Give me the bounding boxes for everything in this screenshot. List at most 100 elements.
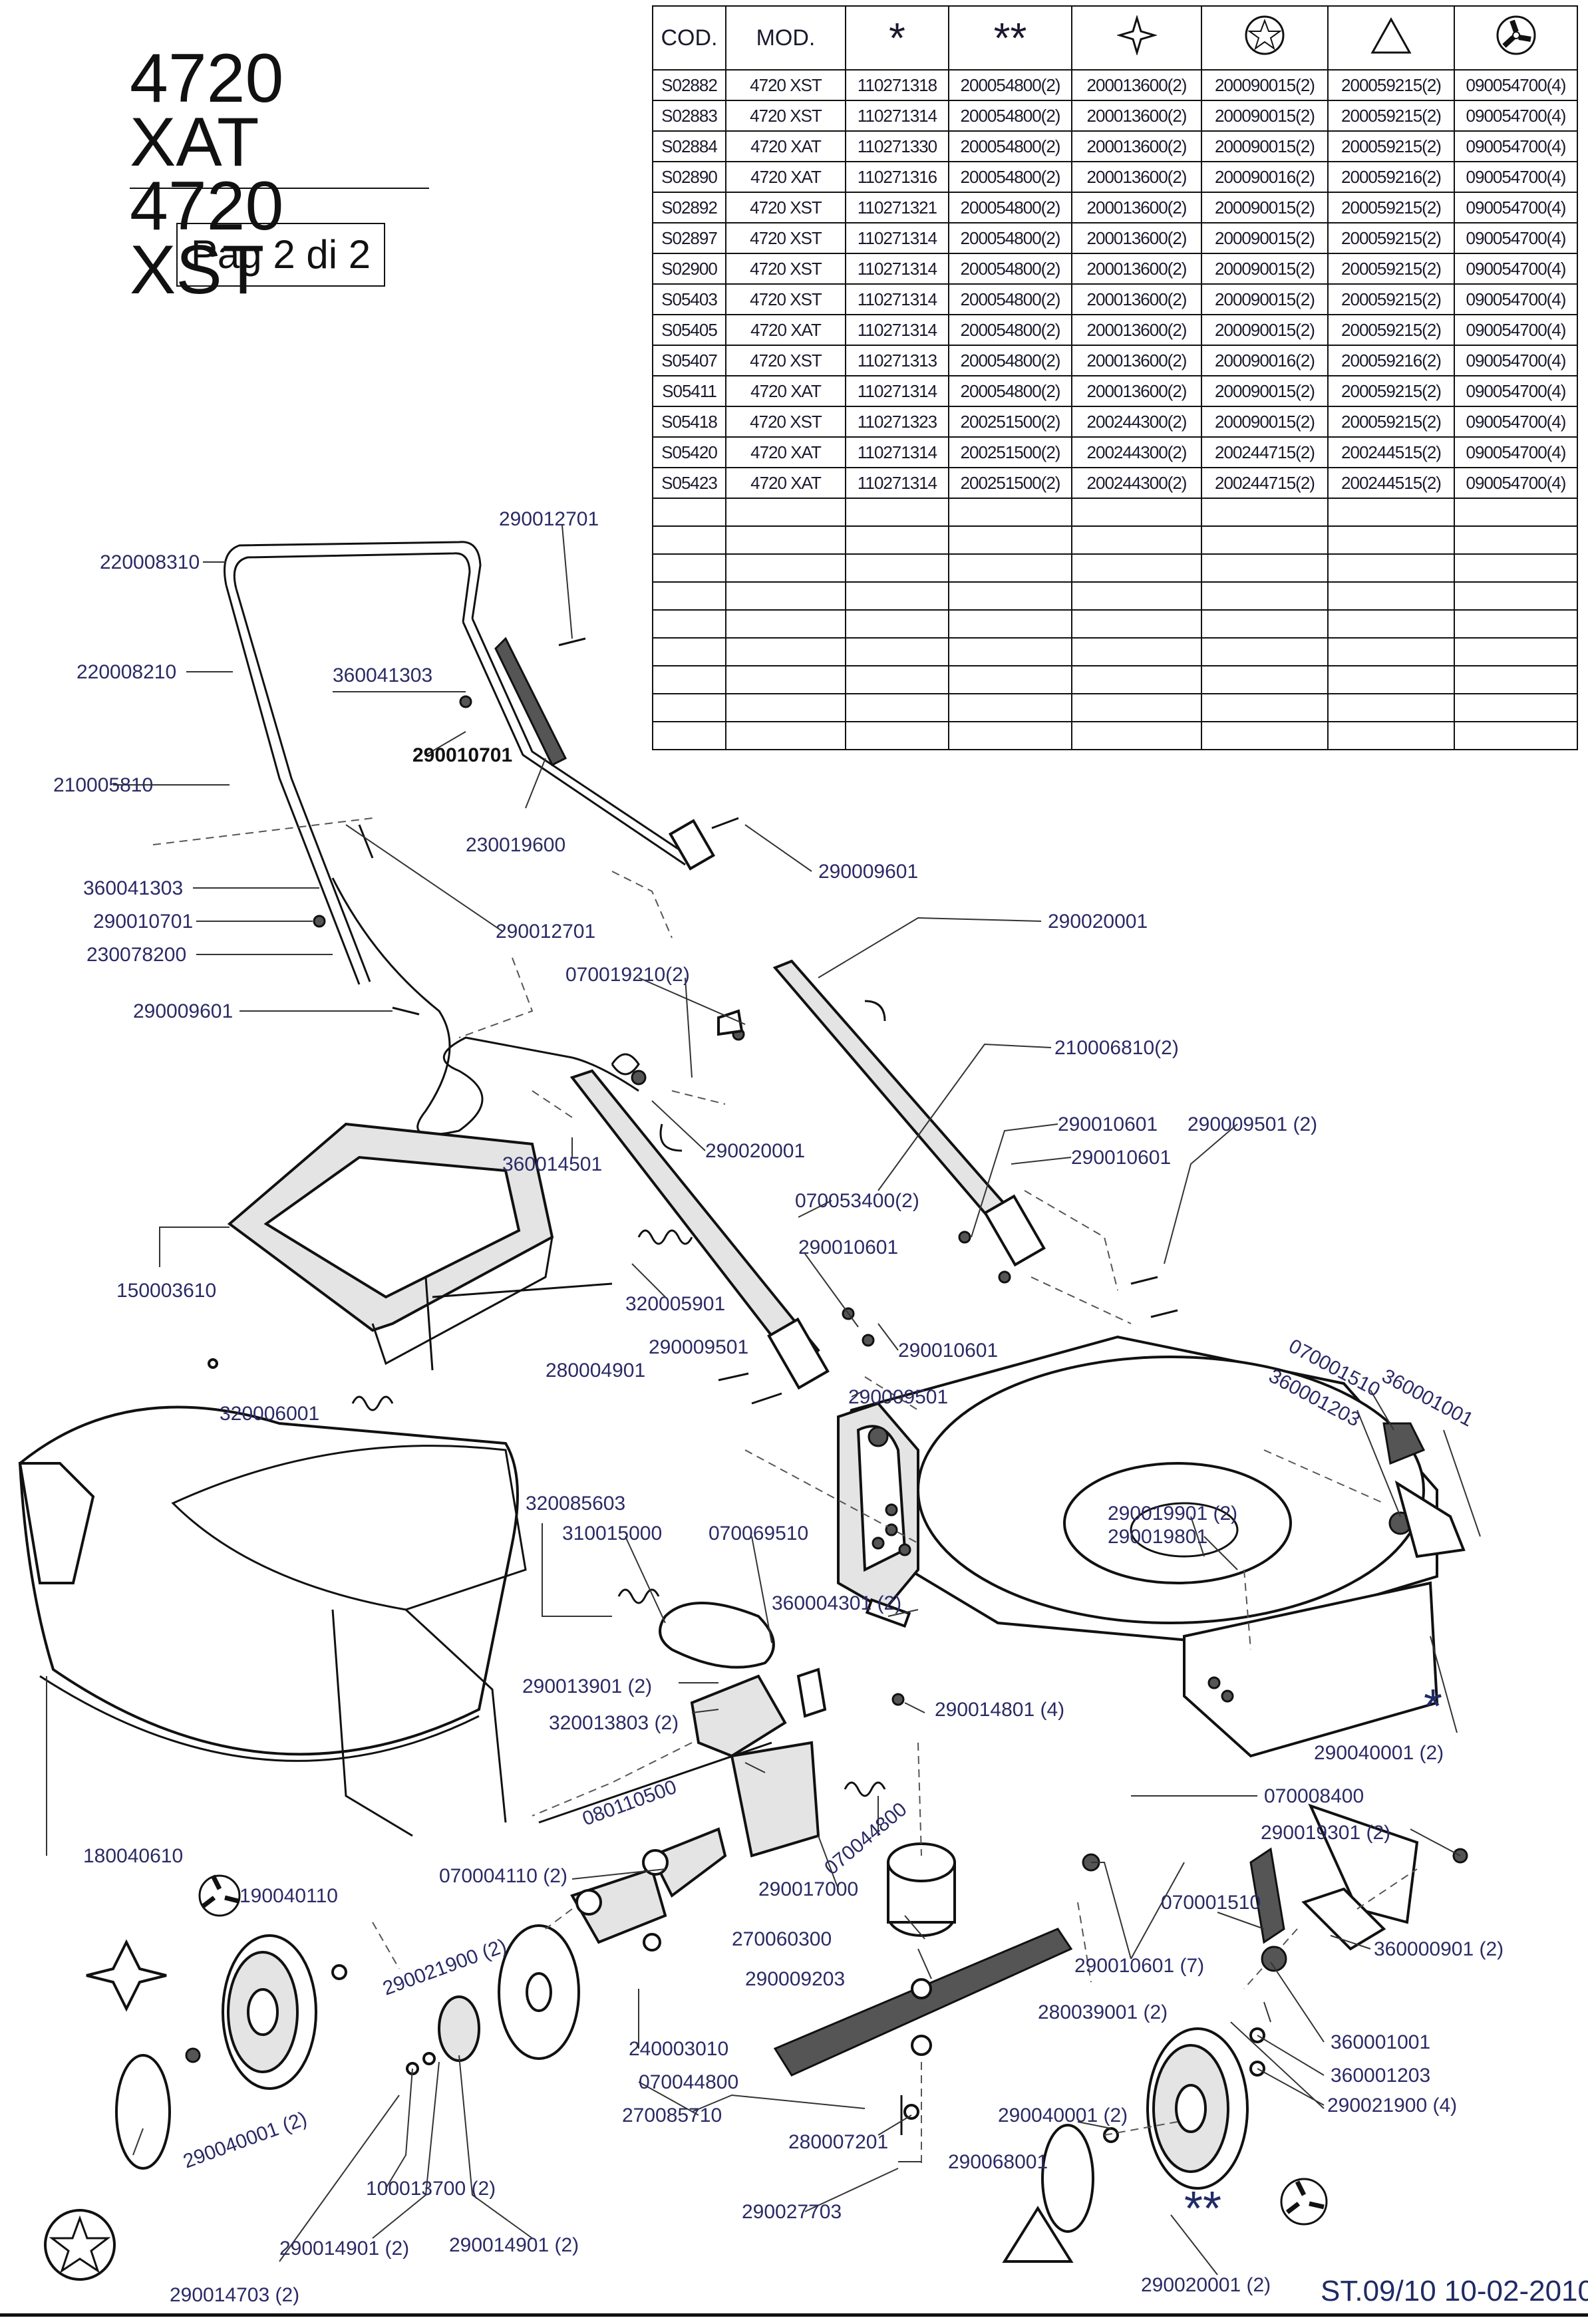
- table-cell: 4720 XST: [725, 406, 846, 438]
- table-cell: 200059215(2): [1327, 253, 1455, 285]
- part-label: 070004110 (2): [439, 1865, 567, 1887]
- table-cell: 090054700(4): [1454, 192, 1578, 223]
- table-cell: 200054800(2): [948, 100, 1072, 132]
- part-label: 070069510: [709, 1523, 808, 1544]
- table-cell: 200251500(2): [948, 467, 1072, 499]
- table-cell: 200054800(2): [948, 283, 1072, 315]
- empty-table-cell: [1071, 637, 1202, 666]
- table-cell: 200054800(2): [948, 222, 1072, 254]
- empty-table-cell: [652, 693, 726, 722]
- empty-table-cell: [845, 721, 949, 750]
- table-cell: S05411: [652, 375, 726, 407]
- double-star-header-icon: **: [993, 13, 1027, 62]
- empty-table-cell: [1454, 693, 1578, 722]
- empty-table-cell: [1454, 721, 1578, 750]
- part-label: 360001001: [1331, 2031, 1430, 2053]
- table-cell: 110271314: [845, 222, 949, 254]
- table-cell: 200059215(2): [1327, 222, 1455, 254]
- table-cell: 4720 XAT: [725, 161, 846, 193]
- table-cell: 090054700(4): [1454, 345, 1578, 376]
- circle-star-icon: [44, 2209, 116, 2281]
- table-cell: 200013600(2): [1071, 283, 1202, 315]
- table-cell: 4720 XST: [725, 192, 846, 223]
- empty-table-cell: [845, 525, 949, 555]
- empty-table-cell: [1071, 553, 1202, 583]
- table-cell: 090054700(4): [1454, 161, 1578, 193]
- front-wheel: [1146, 2027, 1249, 2190]
- empty-table-cell: [1327, 721, 1455, 750]
- table-cell: 200059216(2): [1327, 161, 1455, 193]
- part-label: 290012701: [499, 508, 599, 530]
- table-cell: 200013600(2): [1071, 345, 1202, 376]
- empty-table-cell: [1454, 637, 1578, 666]
- empty-table-cell: [845, 498, 949, 527]
- table-cell: 200054800(2): [948, 314, 1072, 346]
- table-cell: 090054700(4): [1454, 222, 1578, 254]
- header-model: MOD.: [725, 5, 846, 71]
- table-cell: S02900: [652, 253, 726, 285]
- pulley: [887, 1842, 956, 1937]
- clip-fasteners: [611, 1000, 886, 1152]
- part-label: 270085710: [622, 2105, 722, 2126]
- part-label: 280039001 (2): [1038, 2001, 1168, 2023]
- empty-table-cell: [1327, 581, 1455, 611]
- part-label: 360004301 (2): [772, 1592, 901, 1614]
- table-cell: 200090016(2): [1201, 345, 1329, 376]
- part-label: 290014703 (2): [170, 2284, 299, 2306]
- empty-table-cell: [948, 721, 1072, 750]
- table-cell: 110271330: [845, 130, 949, 162]
- single-star-header-icon: *: [889, 13, 905, 62]
- table-cell: S02883: [652, 100, 726, 132]
- table-cell: 200244515(2): [1327, 467, 1455, 499]
- part-label: 290040001 (2): [1314, 1742, 1444, 1764]
- table-cell: 110271323: [845, 406, 949, 438]
- empty-table-cell: [1071, 581, 1202, 611]
- part-label: 230019600: [466, 834, 565, 856]
- empty-table-cell: [1071, 525, 1202, 555]
- header-wheel-hub: [1454, 5, 1578, 71]
- title-divider: [130, 188, 429, 189]
- lower-handle-left: [569, 1069, 830, 1390]
- grass-bag: [18, 1405, 527, 1837]
- part-label: 180040610: [83, 1845, 183, 1867]
- table-cell: 200090015(2): [1201, 375, 1329, 407]
- table-cell: S02897: [652, 222, 726, 254]
- footer-rule: [0, 2313, 1588, 2317]
- model-title-line-2: 4720 XST: [130, 168, 284, 309]
- table-cell: 4720 XST: [725, 69, 846, 101]
- table-cell: 090054700(4): [1454, 467, 1578, 499]
- table-cell: 110271314: [845, 283, 949, 315]
- empty-table-row: [652, 609, 1578, 639]
- part-label: 290019901 (2): [1108, 1503, 1237, 1525]
- part-label: 290020001: [1048, 911, 1148, 933]
- table-cell: 200059215(2): [1327, 406, 1455, 438]
- table-cell: 200059216(2): [1327, 345, 1455, 376]
- part-label: 210005810: [53, 774, 153, 796]
- header-double-star: **: [948, 5, 1072, 71]
- header-code: COD.: [652, 5, 726, 71]
- table-cell: 200059215(2): [1327, 283, 1455, 315]
- empty-table-cell: [725, 525, 846, 555]
- table-cell: 090054700(4): [1454, 406, 1578, 438]
- table-cell: 200054800(2): [948, 130, 1072, 162]
- table-cell: 200244300(2): [1071, 406, 1202, 438]
- table-cell: 110271314: [845, 436, 949, 468]
- empty-table-cell: [652, 498, 726, 527]
- empty-table-cell: [1201, 553, 1329, 583]
- empty-table-cell: [725, 665, 846, 694]
- empty-table-row: [652, 498, 1578, 527]
- empty-table-cell: [845, 637, 949, 666]
- table-cell: 200054800(2): [948, 253, 1072, 285]
- part-label: 290068001: [948, 2151, 1048, 2173]
- part-label: 290019301 (2): [1261, 1822, 1390, 1844]
- empty-table-cell: [1327, 553, 1455, 583]
- part-label: 290009501 (2): [1188, 1113, 1317, 1135]
- table-cell: 200059215(2): [1327, 100, 1455, 132]
- page-indicator: Pag 2 di 2: [176, 223, 385, 287]
- part-label: 360014501: [502, 1153, 602, 1175]
